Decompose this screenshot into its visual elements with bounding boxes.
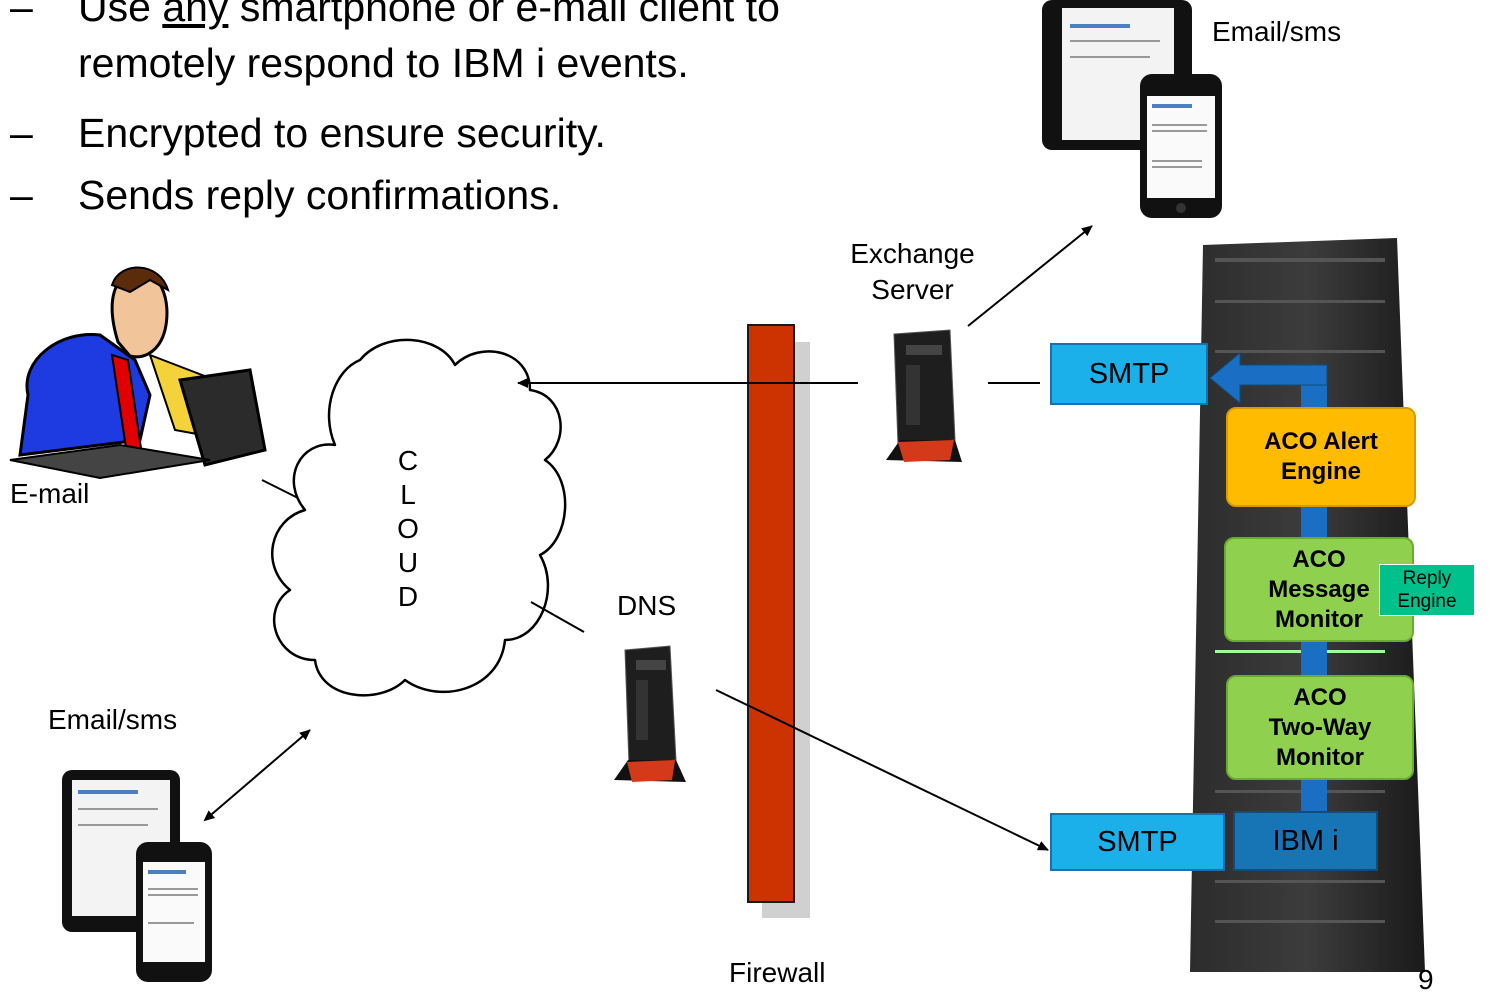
smtp-top-box: SMTP — [1050, 343, 1208, 405]
aco-alert-engine-label: ACO Alert Engine — [1264, 428, 1378, 485]
bullet-1-pre: Use — [78, 0, 163, 30]
devices-top-icon — [1042, 0, 1222, 218]
bullet-dash: – — [10, 0, 33, 30]
cloud-label: C L O U D — [388, 444, 428, 614]
cloud-letter: C — [397, 445, 419, 476]
person-computer-icon — [9, 266, 267, 480]
label-firewall: Firewall — [729, 957, 826, 988]
bullet-3: –Sends reply confirmations. — [0, 170, 561, 220]
arrow-devices-cloud — [203, 729, 311, 822]
smtp-bottom-box: SMTP — [1050, 813, 1225, 871]
label-dns: DNS — [617, 590, 677, 621]
exchange-server-icon — [886, 329, 962, 462]
line-cloud-dns — [530, 601, 585, 633]
bullet-1: – Use any smartphone or e-mail client to — [0, 0, 780, 32]
ibm-i-label: IBM i — [1272, 824, 1339, 857]
label-email: E-mail — [10, 478, 90, 509]
cloud-letter: D — [397, 581, 419, 612]
bullet-1-post: smartphone or e-mail client to — [228, 0, 780, 30]
pipe-bend-arrow — [1209, 351, 1328, 405]
bullet-1-cont-text: remotely respond to IBM i events. — [78, 40, 689, 86]
arrow-exchange-devices — [967, 225, 1093, 327]
arrow-dns-smtp — [715, 689, 1049, 851]
aco-two-way-monitor-box: ACO Two-Way Monitor — [1226, 675, 1414, 780]
cloud-letter: L — [400, 479, 416, 510]
label-email-sms-bottom: Email/sms — [48, 704, 178, 735]
reply-engine-box: Reply Engine — [1379, 564, 1475, 616]
aco-two-way-monitor-label: ACO Two-Way Monitor — [1268, 683, 1372, 771]
bullet-2: –Encrypted to ensure security. — [0, 108, 606, 158]
label-exchange-server: Exchange Server — [850, 238, 975, 305]
devices-bottom-icon — [62, 770, 212, 982]
cloud-letter: U — [397, 547, 419, 578]
bullet-dash: – — [10, 110, 33, 156]
smtp-top-label: SMTP — [1088, 357, 1170, 390]
bullet-3-text: Sends reply confirmations. — [78, 172, 562, 218]
dns-server-icon — [614, 645, 686, 782]
aco-message-monitor-label: ACO Message Monitor — [1268, 545, 1370, 633]
cloud-letter: O — [397, 513, 419, 544]
reply-engine-label: Reply Engine — [1397, 568, 1457, 612]
cloud-shape — [271, 338, 567, 697]
label-email-sms-top: Email/sms — [1212, 16, 1342, 47]
line-email-cloud — [261, 479, 299, 499]
ibm-i-box: IBM i — [1233, 811, 1378, 871]
bullet-2-text: Encrypted to ensure security. — [78, 110, 606, 156]
firewall-wall — [747, 324, 795, 903]
smtp-bottom-label: SMTP — [1097, 825, 1178, 858]
aco-message-monitor-box: ACO Message Monitor — [1224, 537, 1414, 642]
bullet-1-continued: remotely respond to IBM i events. — [0, 38, 689, 88]
aco-alert-engine-box: ACO Alert Engine — [1226, 407, 1416, 507]
bullet-dash: – — [10, 172, 33, 218]
page-number: 9 — [1418, 964, 1434, 995]
bullet-1-underline: any — [162, 0, 229, 30]
